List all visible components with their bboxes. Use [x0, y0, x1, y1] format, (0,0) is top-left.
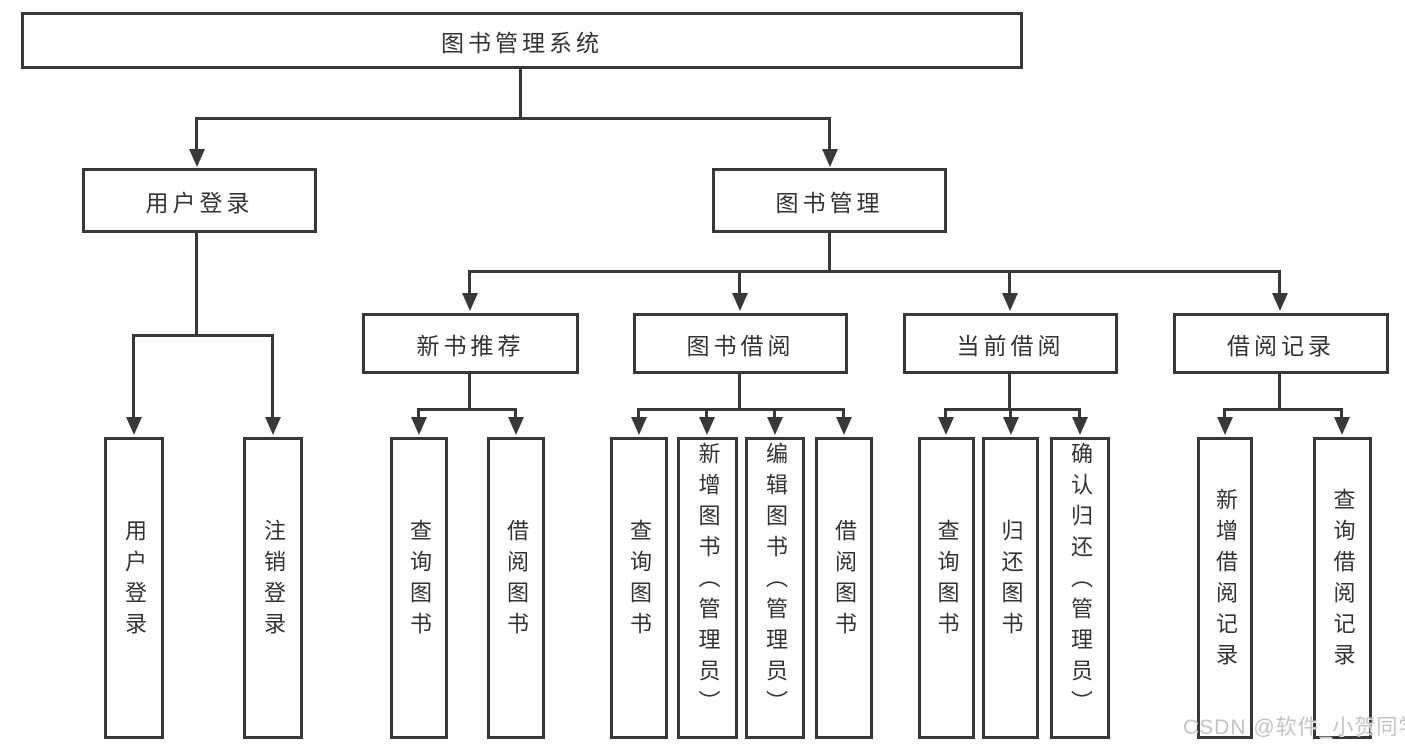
- arrowhead-icon: [411, 417, 427, 435]
- leaf-bookborrow-edit-label: 编辑图书（管理员）: [763, 441, 788, 721]
- connector-userlogin-stub-1: [132, 335, 135, 420]
- connector-current-branch: [944, 408, 1081, 411]
- csdn-watermark: CSDN @软件_小贺同学: [1183, 716, 1405, 739]
- connector-level2-stub-3: [1008, 272, 1011, 296]
- connector-userlogin-stem: [195, 232, 198, 336]
- arrowhead-icon: [631, 417, 647, 435]
- node-root-label: 图书管理系统: [441, 29, 603, 56]
- leaf-newbooks-borrow: 借阅图书: [487, 437, 545, 739]
- leaf-logout-label: 注销登录: [261, 519, 286, 643]
- connector-records-stub-2: [1340, 409, 1343, 421]
- connector-level2-stub-2: [738, 272, 741, 296]
- connector-bookborrow-stub-1: [637, 409, 640, 421]
- connector-level2-branch: [468, 270, 1281, 273]
- leaf-current-query-label: 查询图书: [934, 519, 960, 643]
- connector-userlogin-branch: [132, 334, 274, 337]
- leaf-records-query: 查询借阅记录: [1313, 437, 1372, 739]
- arrowhead-icon: [1272, 293, 1288, 311]
- leaf-logout: 注销登录: [243, 437, 303, 739]
- connector-bookborrow-branch: [637, 408, 845, 411]
- leaf-user-login-label: 用户登录: [122, 519, 147, 643]
- leaf-bookborrow-edit: 编辑图书（管理员）: [745, 437, 805, 739]
- arrowhead-icon: [767, 417, 783, 435]
- arrowhead-icon: [1072, 417, 1088, 435]
- leaf-current-return: 归还图书: [982, 437, 1039, 739]
- node-book-borrow: 图书借阅: [633, 313, 848, 374]
- leaf-newbooks-query-label: 查询图书: [407, 519, 432, 643]
- arrowhead-icon: [699, 417, 715, 435]
- connector-userlogin-stub-2: [271, 335, 274, 420]
- arrowhead-icon: [1217, 417, 1233, 435]
- connector-newbooks-branch: [417, 408, 517, 411]
- node-current-borrow: 当前借阅: [903, 313, 1118, 374]
- node-new-books-label: 新书推荐: [416, 332, 525, 359]
- connector-level1-stub-right: [828, 118, 831, 153]
- connector-bookborrow-stem: [738, 372, 741, 410]
- connector-current-stub-3: [1078, 409, 1081, 421]
- connector-level2-stub-1: [468, 272, 471, 296]
- node-root: 图书管理系统: [21, 12, 1023, 69]
- connector-records-stub-1: [1223, 409, 1226, 421]
- arrowhead-icon: [732, 293, 748, 311]
- arrowhead-icon: [126, 417, 142, 435]
- leaf-current-query: 查询图书: [918, 437, 975, 739]
- leaf-newbooks-query: 查询图书: [390, 437, 448, 739]
- connector-bookmgmt-stem: [828, 232, 831, 273]
- connector-level2-stub-4: [1278, 272, 1281, 296]
- leaf-bookborrow-borrow-label: 借阅图书: [832, 519, 857, 643]
- connector-newbooks-stem: [468, 372, 471, 410]
- arrowhead-icon: [1003, 417, 1019, 435]
- node-borrow-records-label: 借阅记录: [1227, 332, 1335, 359]
- leaf-user-login: 用户登录: [104, 437, 164, 739]
- leaf-bookborrow-borrow: 借阅图书: [815, 437, 873, 739]
- leaf-records-query-label: 查询借阅记录: [1330, 488, 1356, 674]
- connector-bookborrow-stub-2: [705, 409, 708, 421]
- arrowhead-icon: [189, 149, 205, 167]
- leaf-records-add: 新增借阅记录: [1197, 437, 1253, 739]
- connector-level1-stub-left: [195, 118, 198, 153]
- leaf-bookborrow-add: 新增图书（管理员）: [677, 437, 738, 739]
- connector-records-stem: [1278, 372, 1281, 410]
- connector-current-stub-1: [944, 409, 947, 421]
- leaf-current-confirm-label: 确认归还（管理员）: [1068, 441, 1093, 721]
- leaf-current-return-label: 归还图书: [998, 519, 1024, 643]
- arrowhead-icon: [508, 417, 524, 435]
- arrowhead-icon: [822, 149, 838, 167]
- leaf-current-confirm: 确认归还（管理员）: [1050, 437, 1110, 739]
- node-book-borrow-label: 图书借阅: [686, 332, 795, 359]
- connector-current-stem: [1008, 372, 1011, 410]
- connector-current-stub-2: [1009, 409, 1012, 421]
- leaf-newbooks-borrow-label: 借阅图书: [504, 519, 529, 643]
- arrowhead-icon: [1334, 417, 1350, 435]
- connector-newbooks-stub-2: [514, 409, 517, 421]
- node-borrow-records: 借阅记录: [1173, 313, 1389, 374]
- node-user-login-label: 用户登录: [145, 189, 254, 216]
- arrowhead-icon: [462, 293, 478, 311]
- connector-level1-branch: [195, 117, 831, 120]
- connector-bookborrow-stub-4: [842, 409, 845, 421]
- connector-newbooks-stub-1: [417, 409, 420, 421]
- leaf-records-add-label: 新增借阅记录: [1213, 488, 1238, 674]
- node-book-mgmt-label: 图书管理: [775, 189, 884, 216]
- node-book-mgmt: 图书管理: [712, 168, 947, 233]
- arrowhead-icon: [938, 417, 954, 435]
- node-current-borrow-label: 当前借阅: [956, 332, 1065, 359]
- connector-records-branch: [1223, 408, 1343, 411]
- node-new-books: 新书推荐: [362, 313, 579, 374]
- connector-bookborrow-stub-3: [773, 409, 776, 421]
- leaf-bookborrow-query: 查询图书: [610, 437, 668, 739]
- leaf-bookborrow-query-label: 查询图书: [627, 519, 652, 643]
- connector-root-stem: [519, 67, 522, 120]
- leaf-bookborrow-add-label: 新增图书（管理员）: [695, 441, 721, 721]
- arrowhead-icon: [836, 417, 852, 435]
- arrowhead-icon: [1002, 293, 1018, 311]
- node-user-login: 用户登录: [82, 168, 317, 233]
- arrowhead-icon: [265, 417, 281, 435]
